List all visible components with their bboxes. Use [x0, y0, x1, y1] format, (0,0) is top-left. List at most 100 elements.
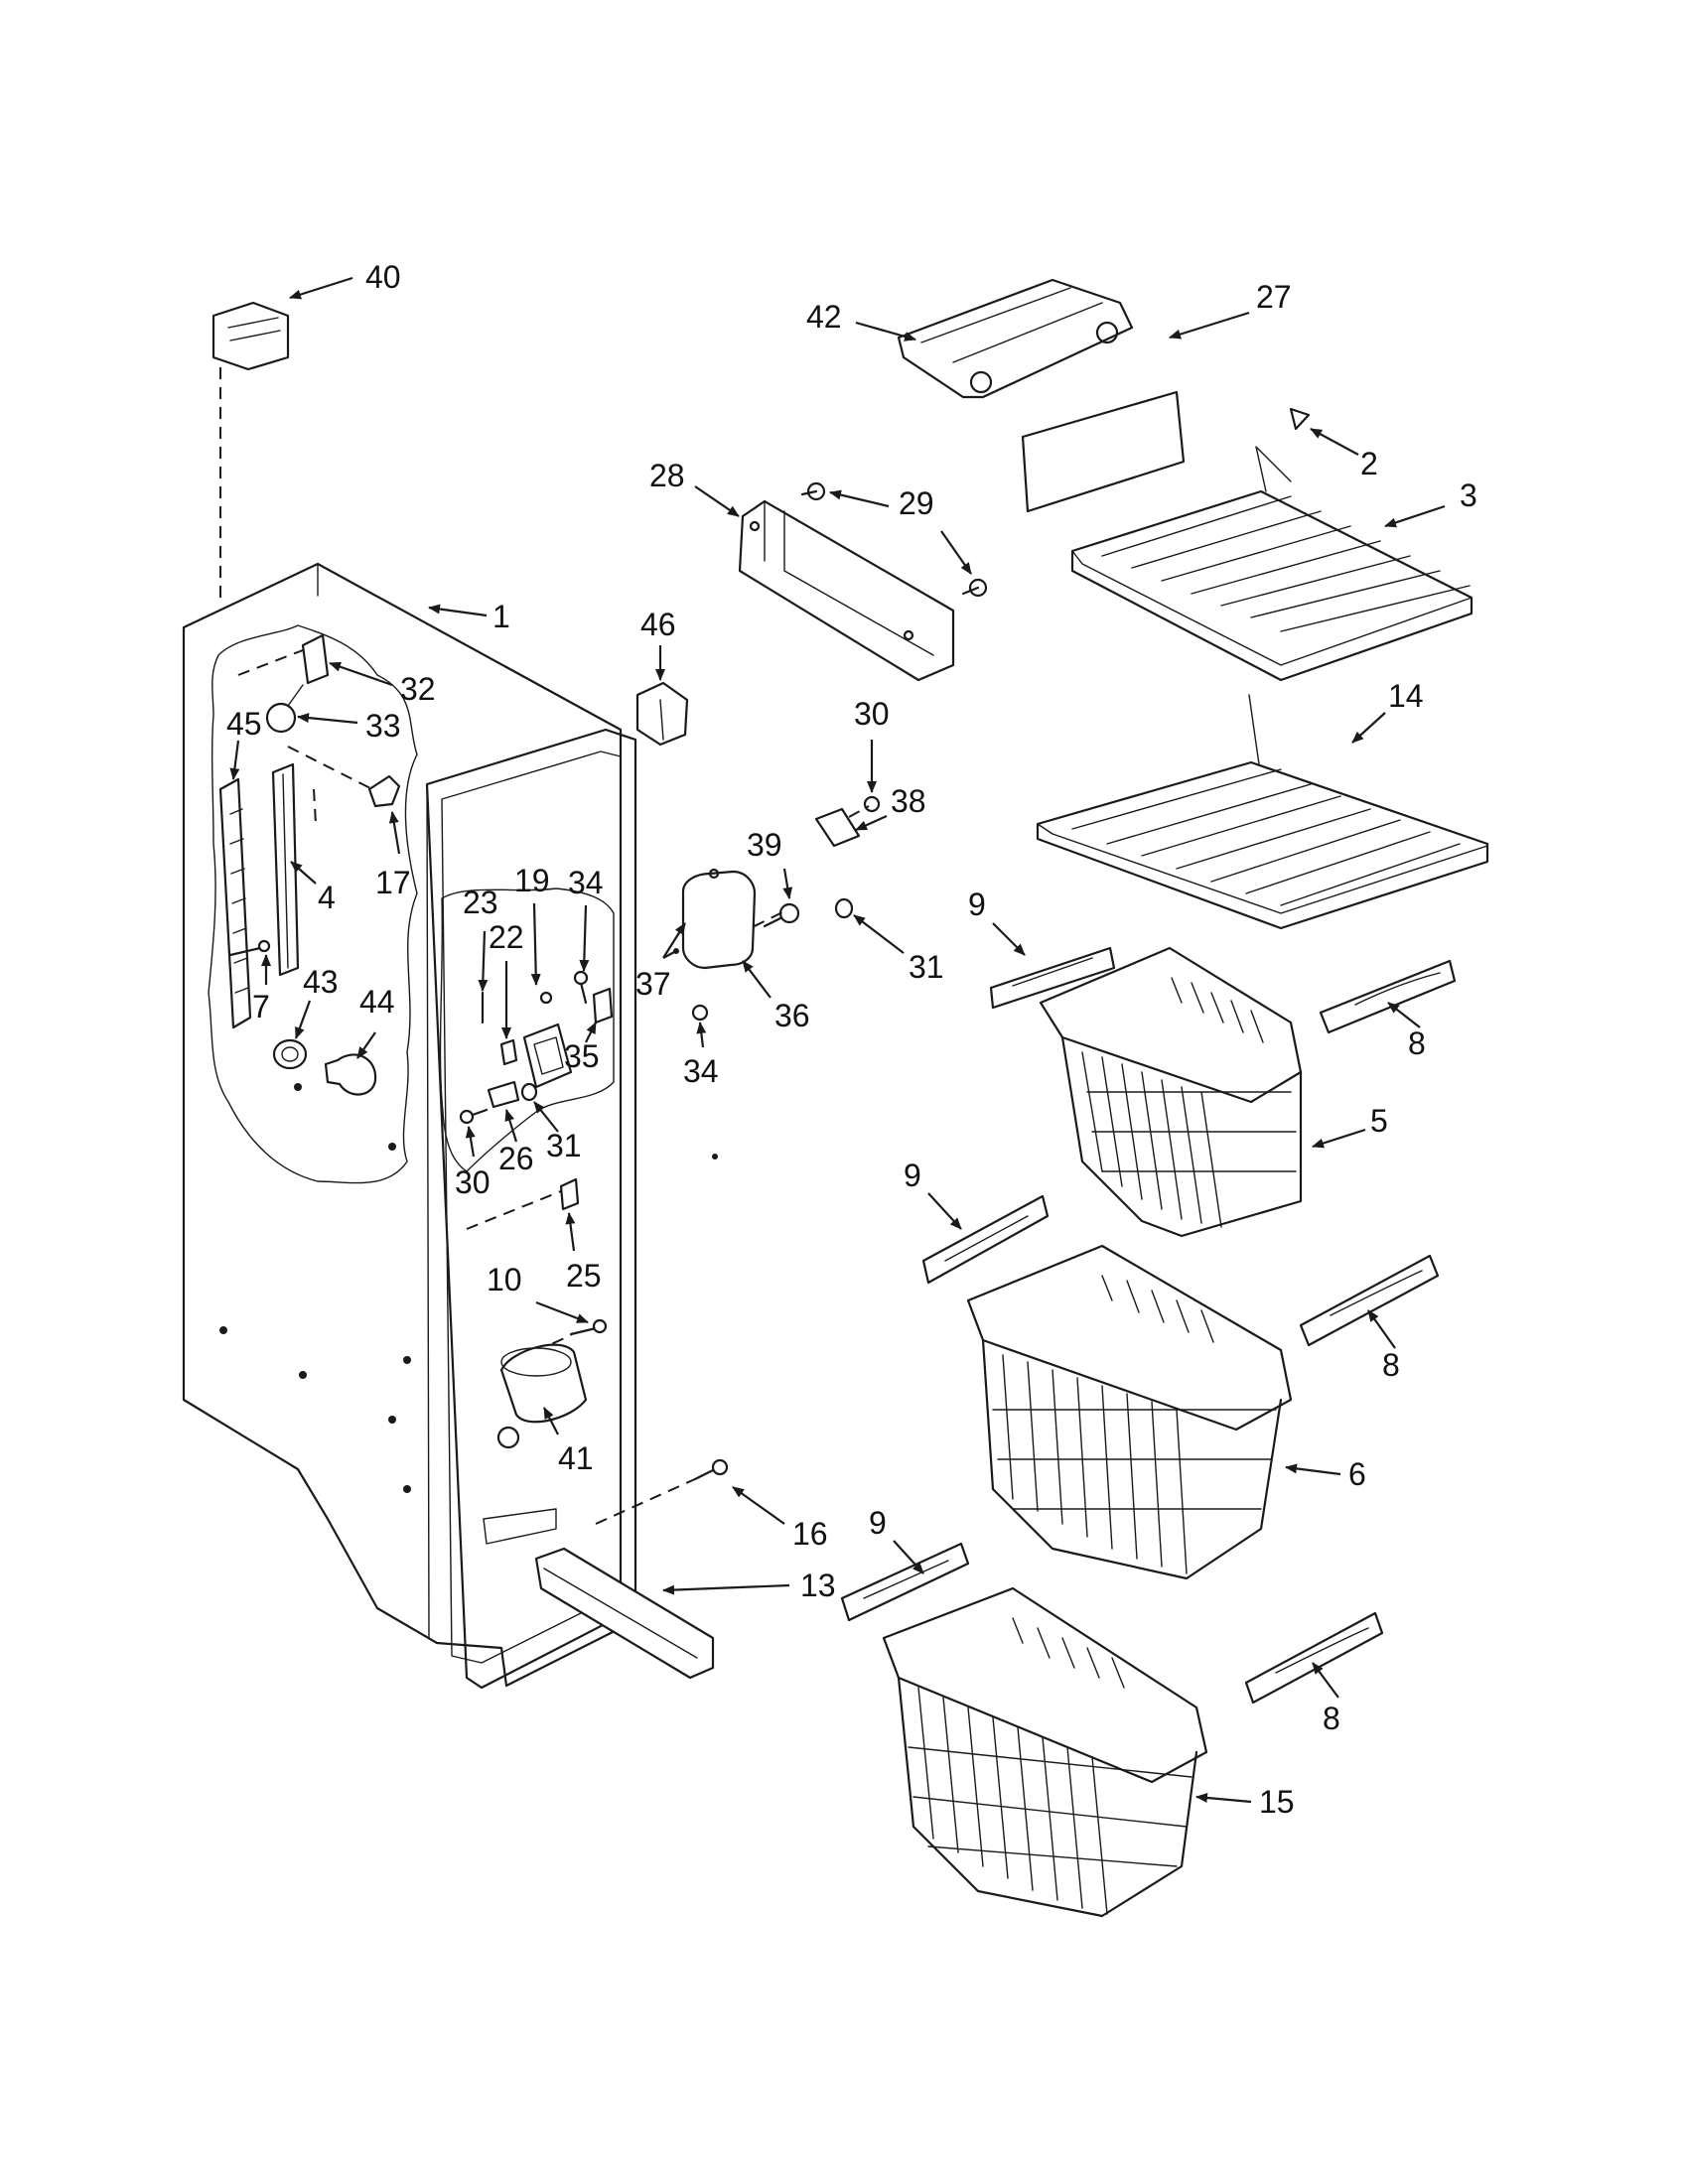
callout-label: 46 [640, 607, 676, 642]
screw-part-16 [693, 1458, 729, 1481]
callout-label: 6 [1348, 1456, 1366, 1492]
screw-part-34a [573, 970, 589, 1005]
callout-8-top: 8 [1387, 1002, 1426, 1061]
screw-part-30a [459, 1108, 489, 1125]
cover-plate-part-36 [681, 868, 757, 970]
callout-label: 9 [968, 887, 986, 922]
callout-label: 34 [568, 865, 604, 900]
cover-part-46 [635, 681, 689, 747]
screw-part-10 [569, 1318, 608, 1336]
callout-label: 1 [492, 599, 510, 634]
callout-label: 39 [747, 827, 782, 863]
thermostat-part-22 [499, 1038, 518, 1066]
freezer-liner-part-1 [182, 562, 718, 1690]
callout-label: 22 [489, 919, 524, 955]
clip-part-17 [367, 774, 401, 808]
callout-label: 23 [463, 885, 498, 920]
strip-part-4 [271, 762, 300, 977]
callout-label: 31 [909, 949, 944, 985]
wire-basket-part-5 [1039, 946, 1303, 1238]
callout-8-bottom: 8 [1312, 1662, 1340, 1736]
callout-label: 17 [375, 865, 411, 900]
callout-label: 19 [514, 863, 550, 898]
callout-9-bottom: 9 [869, 1505, 924, 1574]
callout-17: 17 [375, 811, 411, 900]
callout-31-mid: 31 [853, 914, 944, 985]
connector-part-25 [559, 1177, 580, 1211]
callout-5: 5 [1312, 1103, 1388, 1149]
callout-label: 5 [1370, 1103, 1388, 1139]
light-socket-part-32 [301, 633, 330, 685]
light-channel-part-45 [218, 777, 252, 1029]
callout-label: 4 [318, 880, 336, 915]
switch-part-35 [592, 987, 614, 1024]
callout-1: 1 [428, 599, 510, 634]
callout-23: 23 [463, 885, 498, 992]
light-socket-part-43 [272, 1038, 308, 1070]
callout-label: 25 [566, 1258, 602, 1294]
hinge-part-42 [897, 278, 1134, 399]
callout-41: 41 [543, 1407, 594, 1476]
callout-3: 3 [1384, 478, 1477, 528]
callout-26: 26 [498, 1109, 534, 1176]
callout-42: 42 [806, 299, 916, 341]
handle-part-8c [1244, 1611, 1384, 1705]
callout-16: 16 [732, 1486, 828, 1552]
callout-40: 40 [289, 259, 401, 300]
callout-44: 44 [356, 984, 395, 1059]
callout-36: 36 [742, 960, 810, 1033]
callout-label: 8 [1408, 1025, 1426, 1061]
callout-38: 38 [855, 783, 926, 832]
plug-part-31b [834, 897, 854, 919]
callout-30-panel: 30 [455, 1126, 491, 1200]
callout-label: 36 [774, 998, 810, 1033]
callout-label: 35 [564, 1038, 600, 1074]
callout-label: 9 [904, 1158, 921, 1193]
callout-28: 28 [649, 458, 740, 517]
callout-2: 2 [1310, 428, 1378, 481]
callout-27: 27 [1169, 279, 1292, 340]
callout-label: 14 [1388, 678, 1424, 714]
callout-label: 42 [806, 299, 842, 335]
shelf-panel-part-27 [1021, 390, 1186, 513]
callout-15: 15 [1195, 1784, 1295, 1820]
callout-label: 45 [226, 706, 262, 742]
screw-part-34b [691, 1004, 709, 1022]
front-trim-part-9b [921, 1194, 1050, 1285]
callout-label: 29 [899, 485, 934, 521]
callout-32: 32 [329, 661, 436, 707]
callout-33: 33 [297, 708, 401, 744]
callout-label: 10 [487, 1262, 522, 1297]
callout-37: 37 [635, 922, 686, 1002]
callout-34-panel: 34 [568, 865, 604, 972]
screw-part-7 [228, 939, 271, 957]
callout-7: 7 [252, 954, 271, 1024]
callout-label: 16 [792, 1516, 828, 1552]
callout-25: 25 [565, 1212, 602, 1294]
callout-6: 6 [1285, 1456, 1366, 1492]
screw-part-29b [961, 578, 988, 598]
callout-label: 41 [558, 1440, 594, 1476]
callout-4: 4 [290, 861, 336, 915]
bracket-part-26 [487, 1080, 520, 1109]
front-trim-part-9a [989, 946, 1116, 1010]
callout-29: 29 [829, 485, 972, 575]
callout-label: 43 [303, 964, 339, 1000]
callout-label: 30 [455, 1164, 491, 1200]
callout-label: 34 [683, 1053, 719, 1089]
callout-19: 19 [514, 863, 550, 986]
wire-basket-part-6 [966, 1244, 1293, 1580]
handle-part-8b [1299, 1254, 1440, 1347]
callout-label: 8 [1323, 1701, 1340, 1736]
callout-43: 43 [294, 964, 339, 1039]
callout-label: 33 [365, 708, 401, 744]
hinge-cover-part-40 [211, 301, 290, 371]
callout-46: 46 [640, 607, 676, 681]
callout-label: 40 [365, 259, 401, 295]
callout-8-mid: 8 [1367, 1309, 1400, 1383]
callout-label: 31 [546, 1128, 582, 1163]
callout-label: 32 [400, 671, 436, 707]
callout-45: 45 [226, 706, 262, 780]
callout-label: 26 [498, 1141, 534, 1176]
